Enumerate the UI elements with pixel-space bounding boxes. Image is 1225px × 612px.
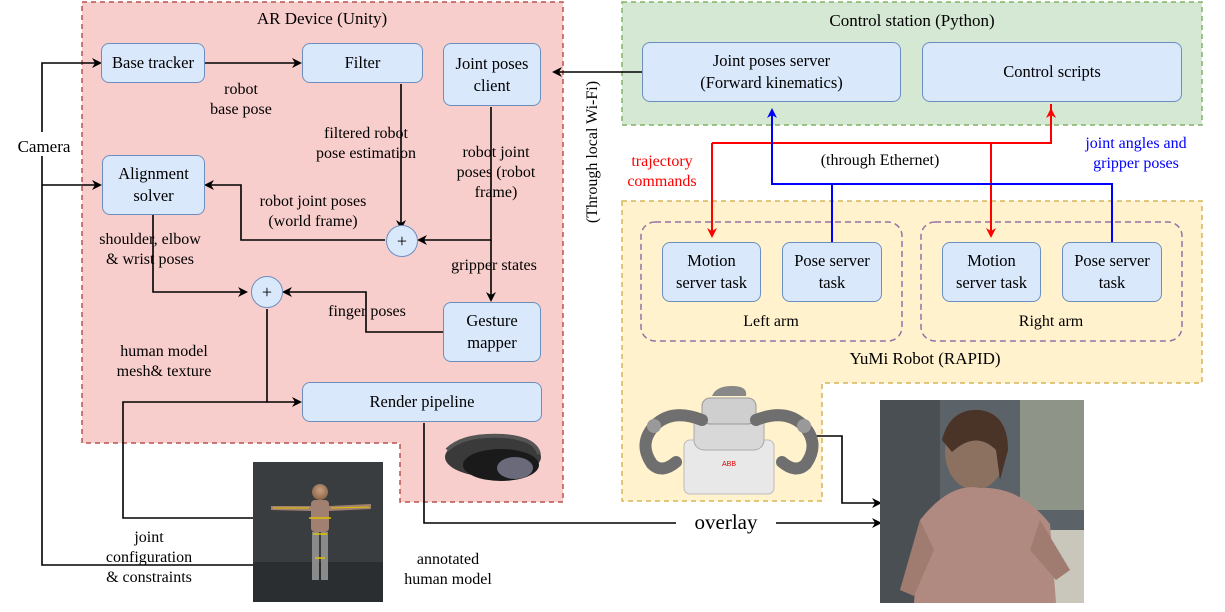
through-wifi-label: (Through local Wi-Fi) <box>584 80 601 224</box>
overlay-label: overlay <box>676 510 776 534</box>
gripper-states-label: gripper states <box>451 257 537 274</box>
human-model-mesh-label: human model mesh& texture <box>116 343 212 380</box>
finger-poses-label: finger poses <box>328 303 406 320</box>
filtered-pose-label: filtered robot pose estimation <box>316 125 416 162</box>
hololens-icon <box>445 433 541 481</box>
through-ethernet-label: (through Ethernet) <box>800 151 960 171</box>
feedback-line-right <box>832 183 1113 244</box>
sum-operator-1: + <box>386 225 418 257</box>
arrow-camera-to-alignment <box>41 156 254 566</box>
render-pipeline-box: Render pipeline <box>302 382 542 422</box>
left-arm-label: Left arm <box>743 313 799 330</box>
arrow-alignment-to-plus2 <box>152 215 248 297</box>
alignment-solver-box: Alignment solver <box>102 155 205 215</box>
ar-device-title: AR Device (Unity) <box>256 9 388 28</box>
base-tracker-box: Base tracker <box>101 43 205 83</box>
robot-joint-poses-world-label: robot joint poses (world frame) <box>259 193 367 230</box>
shoulder-elbow-wrist-label: shoulder, elbow & wrist poses <box>99 231 201 268</box>
ar-overlay-photo <box>880 400 1084 603</box>
pose-server-right-box: Pose server task <box>1062 242 1162 302</box>
annotated-human-model-label: annotated human model <box>404 551 492 588</box>
trajectory-commands-label: trajectory commands <box>627 153 697 190</box>
gesture-mapper-box: Gesture mapper <box>443 302 541 362</box>
robot-base-pose-label: robot base pose <box>210 81 272 118</box>
feedback-line <box>767 108 833 244</box>
sum-operator-2: + <box>251 276 283 308</box>
filter-box: Filter <box>302 43 423 83</box>
motion-server-right-box: Motion server task <box>942 242 1041 302</box>
arrow-plus-to-alignment <box>204 180 385 241</box>
yumi-robot-illustration: ABB <box>639 386 819 495</box>
right-arm-label: Right arm <box>1018 313 1084 330</box>
camera-label: Camera <box>17 137 71 156</box>
arrow-gesture-to-plus2 <box>282 287 443 333</box>
arrow-human-model-to-render <box>122 401 267 519</box>
yumi-robot-region <box>621 200 1203 502</box>
control-scripts-box: Control scripts <box>922 42 1182 102</box>
arrow-robot-to-overlay <box>812 435 882 508</box>
joint-poses-server-box: Joint poses server (Forward kinematics) <box>642 42 901 102</box>
motion-server-left-box: Motion server task <box>662 242 761 302</box>
robot-joint-poses-robot-label: robot joint poses (robot frame) <box>456 144 536 201</box>
pose-server-left-box: Pose server task <box>782 242 882 302</box>
svg-text:ABB: ABB <box>722 461 736 468</box>
arrow-camera-to-base-tracker <box>41 58 102 132</box>
yumi-robot-title: YuMi Robot (RAPID) <box>849 349 1001 368</box>
joint-configuration-label: joint configuration & constraints <box>105 529 193 586</box>
joint-poses-client-box: Joint poses client <box>443 43 541 106</box>
right-arm-group <box>920 221 1183 342</box>
annotated-human-model-image <box>253 462 383 602</box>
control-station-title: Control station (Python) <box>829 11 995 30</box>
joint-angles-gripper-label: joint angles and gripper poses <box>1085 135 1187 172</box>
ar-device-region <box>81 1 564 503</box>
left-arm-group <box>640 221 903 342</box>
